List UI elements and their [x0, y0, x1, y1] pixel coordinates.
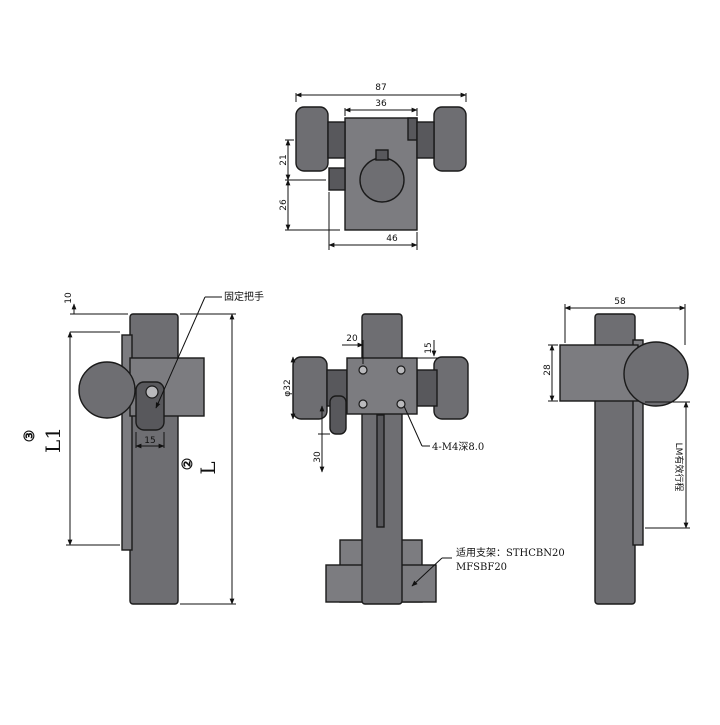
front-right-neck [416, 369, 438, 407]
dim-58: 58 [614, 297, 626, 307]
dim-phi32: φ32 [283, 379, 293, 396]
dim-10: 10 [64, 292, 74, 304]
dim-21: 21 [279, 154, 289, 165]
front-lever [329, 395, 347, 435]
side-rail [121, 334, 133, 551]
top-left-knob-neck [327, 121, 346, 159]
callout-holes: 4-M4深8.0 [432, 441, 484, 453]
hole-br [396, 399, 406, 409]
callout-mount-1: 适用支架：STHCBN20 [456, 547, 565, 559]
dim-30: 30 [313, 451, 323, 463]
top-rod-circle [359, 157, 405, 203]
front-right-knob [433, 356, 469, 420]
callout-mount-2: MFSBF20 [456, 562, 507, 573]
callout-handle: 固定把手 [224, 290, 264, 303]
hole-tl [358, 365, 368, 375]
dim-36: 36 [375, 99, 387, 109]
right-rail [632, 339, 644, 546]
side-knob [78, 361, 136, 419]
front-slot [376, 414, 385, 528]
top-lock-screw [328, 167, 346, 191]
hole-bl [358, 399, 368, 409]
right-view: 58 28 LM有效行程 [543, 297, 690, 605]
dim-15-front: 15 [424, 342, 434, 353]
marker-2: ② [180, 458, 196, 471]
top-rod-key [375, 149, 389, 161]
front-view: 20 15 φ32 30 4-M4深8.0 适用支架：STHCBN20 MFSB… [283, 313, 565, 605]
marker-3: ③ [22, 430, 38, 443]
dim-26: 26 [279, 199, 289, 211]
front-block [346, 357, 418, 415]
label-l1: L1 [41, 427, 65, 453]
top-view: 87 36 21 26 46 [279, 83, 467, 250]
dim-87: 87 [375, 83, 386, 93]
side-handle-pivot [145, 385, 159, 399]
right-knob [623, 341, 689, 407]
top-block-notch [407, 117, 418, 141]
label-l: L [196, 461, 220, 474]
top-right-knob-neck [416, 121, 435, 159]
label-lm-stroke: LM有效行程 [673, 443, 685, 492]
hole-tr [396, 365, 406, 375]
top-right-knob [433, 106, 467, 172]
dim-46: 46 [386, 234, 398, 244]
dim-20: 20 [346, 334, 358, 344]
dim-28: 28 [543, 364, 553, 376]
top-left-knob [295, 106, 329, 172]
dim-15-side: 15 [144, 436, 155, 446]
side-view: 固定把手 10 L1 ③ L ② 15 [22, 290, 264, 605]
